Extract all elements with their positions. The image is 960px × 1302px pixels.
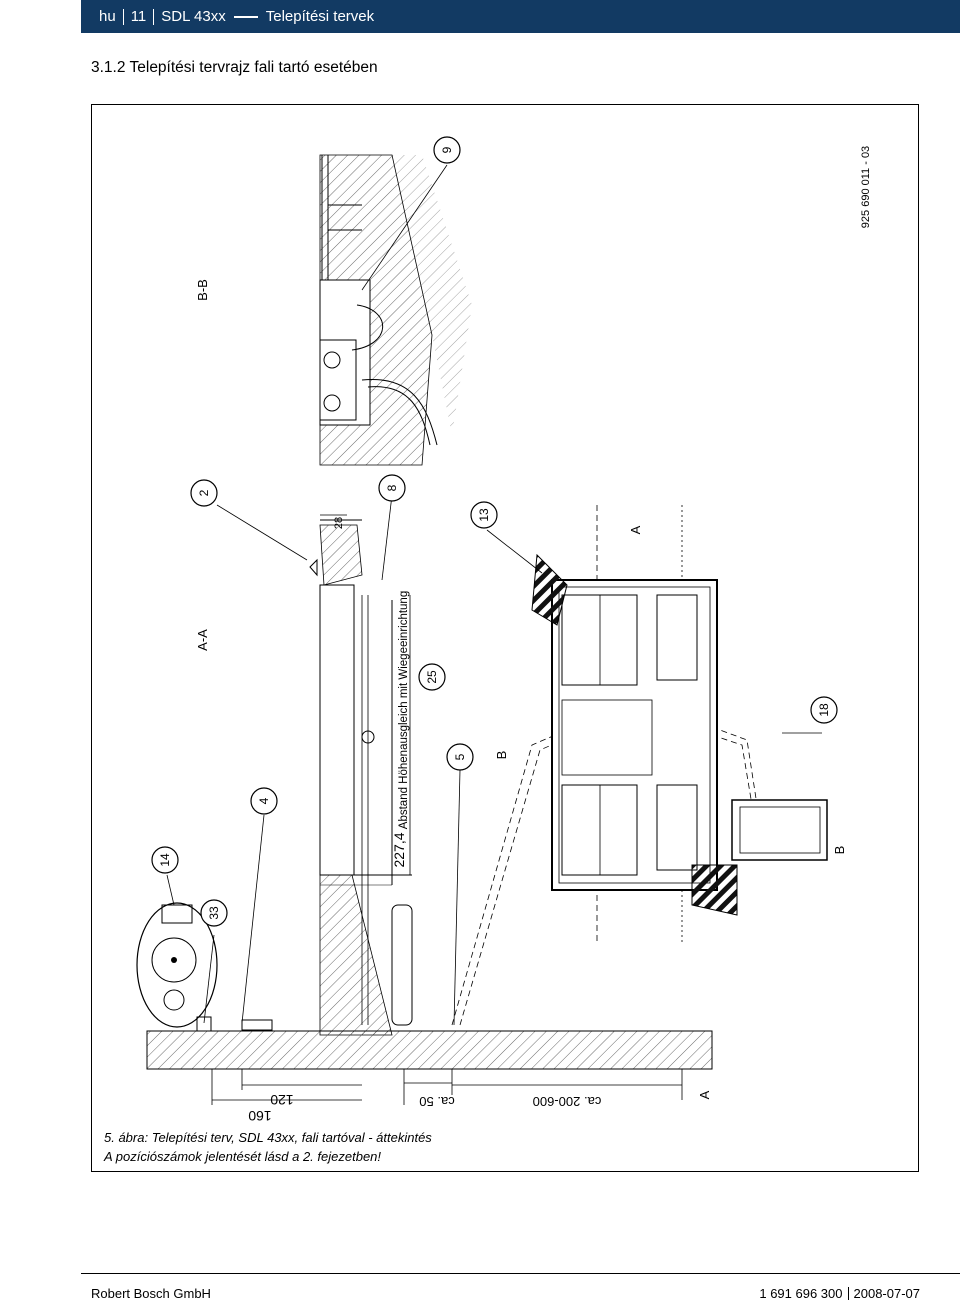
header-separator — [122, 8, 124, 25]
dimension-note: Abstand Höhenausgleich mit Wiegeeinricht… — [398, 591, 410, 829]
dimension-ca-200-600: ca. 200-600 — [533, 1094, 602, 1109]
footer-separator — [847, 1287, 849, 1300]
dimension-227-4: 227,4 — [391, 832, 407, 867]
view-label-bb: B-B — [195, 279, 210, 301]
footer-doc-id: 1 691 696 300 — [759, 1286, 843, 1301]
header-lang: hu — [99, 8, 116, 25]
position-9: 9 — [440, 146, 454, 153]
doc-number: 925 690 011 - 03 — [860, 146, 872, 228]
section-bb — [319, 154, 472, 466]
position-8: 8 — [385, 484, 399, 491]
section-mark-a-bottom: A — [697, 1090, 712, 1099]
view-label-aa: A-A — [195, 629, 210, 651]
page-header: hu 11 SDL 43xx Telepítési tervek — [81, 0, 960, 33]
dimension-160: 160 — [248, 1108, 272, 1124]
footer-doc-info: 1 691 696 300 2008-07-07 — [759, 1286, 920, 1301]
header-chapter: Telepítési tervek — [265, 8, 375, 25]
position-25: 25 — [425, 670, 439, 684]
position-5: 5 — [453, 753, 467, 760]
header-dash — [233, 15, 258, 18]
position-33: 33 — [207, 906, 221, 920]
section-title: 3.1.2 Telepítési tervrajz fali tartó ese… — [91, 59, 378, 76]
console-detail — [136, 902, 413, 1032]
position-13: 13 — [477, 508, 491, 522]
drawing-canvas: 925 690 011 - 03 B-B A-A A A B B 28 227,… — [136, 136, 872, 1124]
header-product: SDL 43xx — [161, 8, 226, 25]
position-2: 2 — [197, 489, 211, 496]
leader-lines — [166, 164, 822, 1026]
position-14: 14 — [158, 853, 172, 867]
footer-company: Robert Bosch GmbH — [91, 1286, 211, 1301]
caption-line-1: 5. ábra: Telepítési terv, SDL 43xx, fali… — [104, 1130, 432, 1145]
footer-divider — [81, 1273, 960, 1274]
floor-section — [146, 1030, 713, 1070]
section-mark-b-right: B — [832, 846, 847, 855]
installation-drawing: 925 690 011 - 03 B-B A-A A A B B 28 227,… — [91, 104, 919, 1172]
section-mark-a-top: A — [628, 525, 643, 534]
dimension-28: 28 — [333, 517, 345, 529]
position-bubbles — [151, 136, 838, 927]
position-18: 18 — [817, 703, 831, 717]
header-page-number: 11 — [130, 8, 147, 25]
footer-date: 2008-07-07 — [853, 1286, 921, 1301]
dimension-ca-50: ca. 50 — [419, 1094, 454, 1109]
section-mark-b-left: B — [494, 751, 509, 760]
figure-caption: 5. ábra: Telepítési terv, SDL 43xx, fali… — [104, 1128, 432, 1166]
dimension-120: 120 — [270, 1092, 294, 1108]
position-4: 4 — [257, 797, 271, 804]
platform-plan — [531, 553, 828, 916]
header-separator — [153, 8, 155, 25]
section-aa — [309, 519, 412, 1036]
dimension-lines — [211, 514, 683, 1105]
caption-line-2: A pozíciószámok jelentését lásd a 2. fej… — [104, 1149, 382, 1164]
